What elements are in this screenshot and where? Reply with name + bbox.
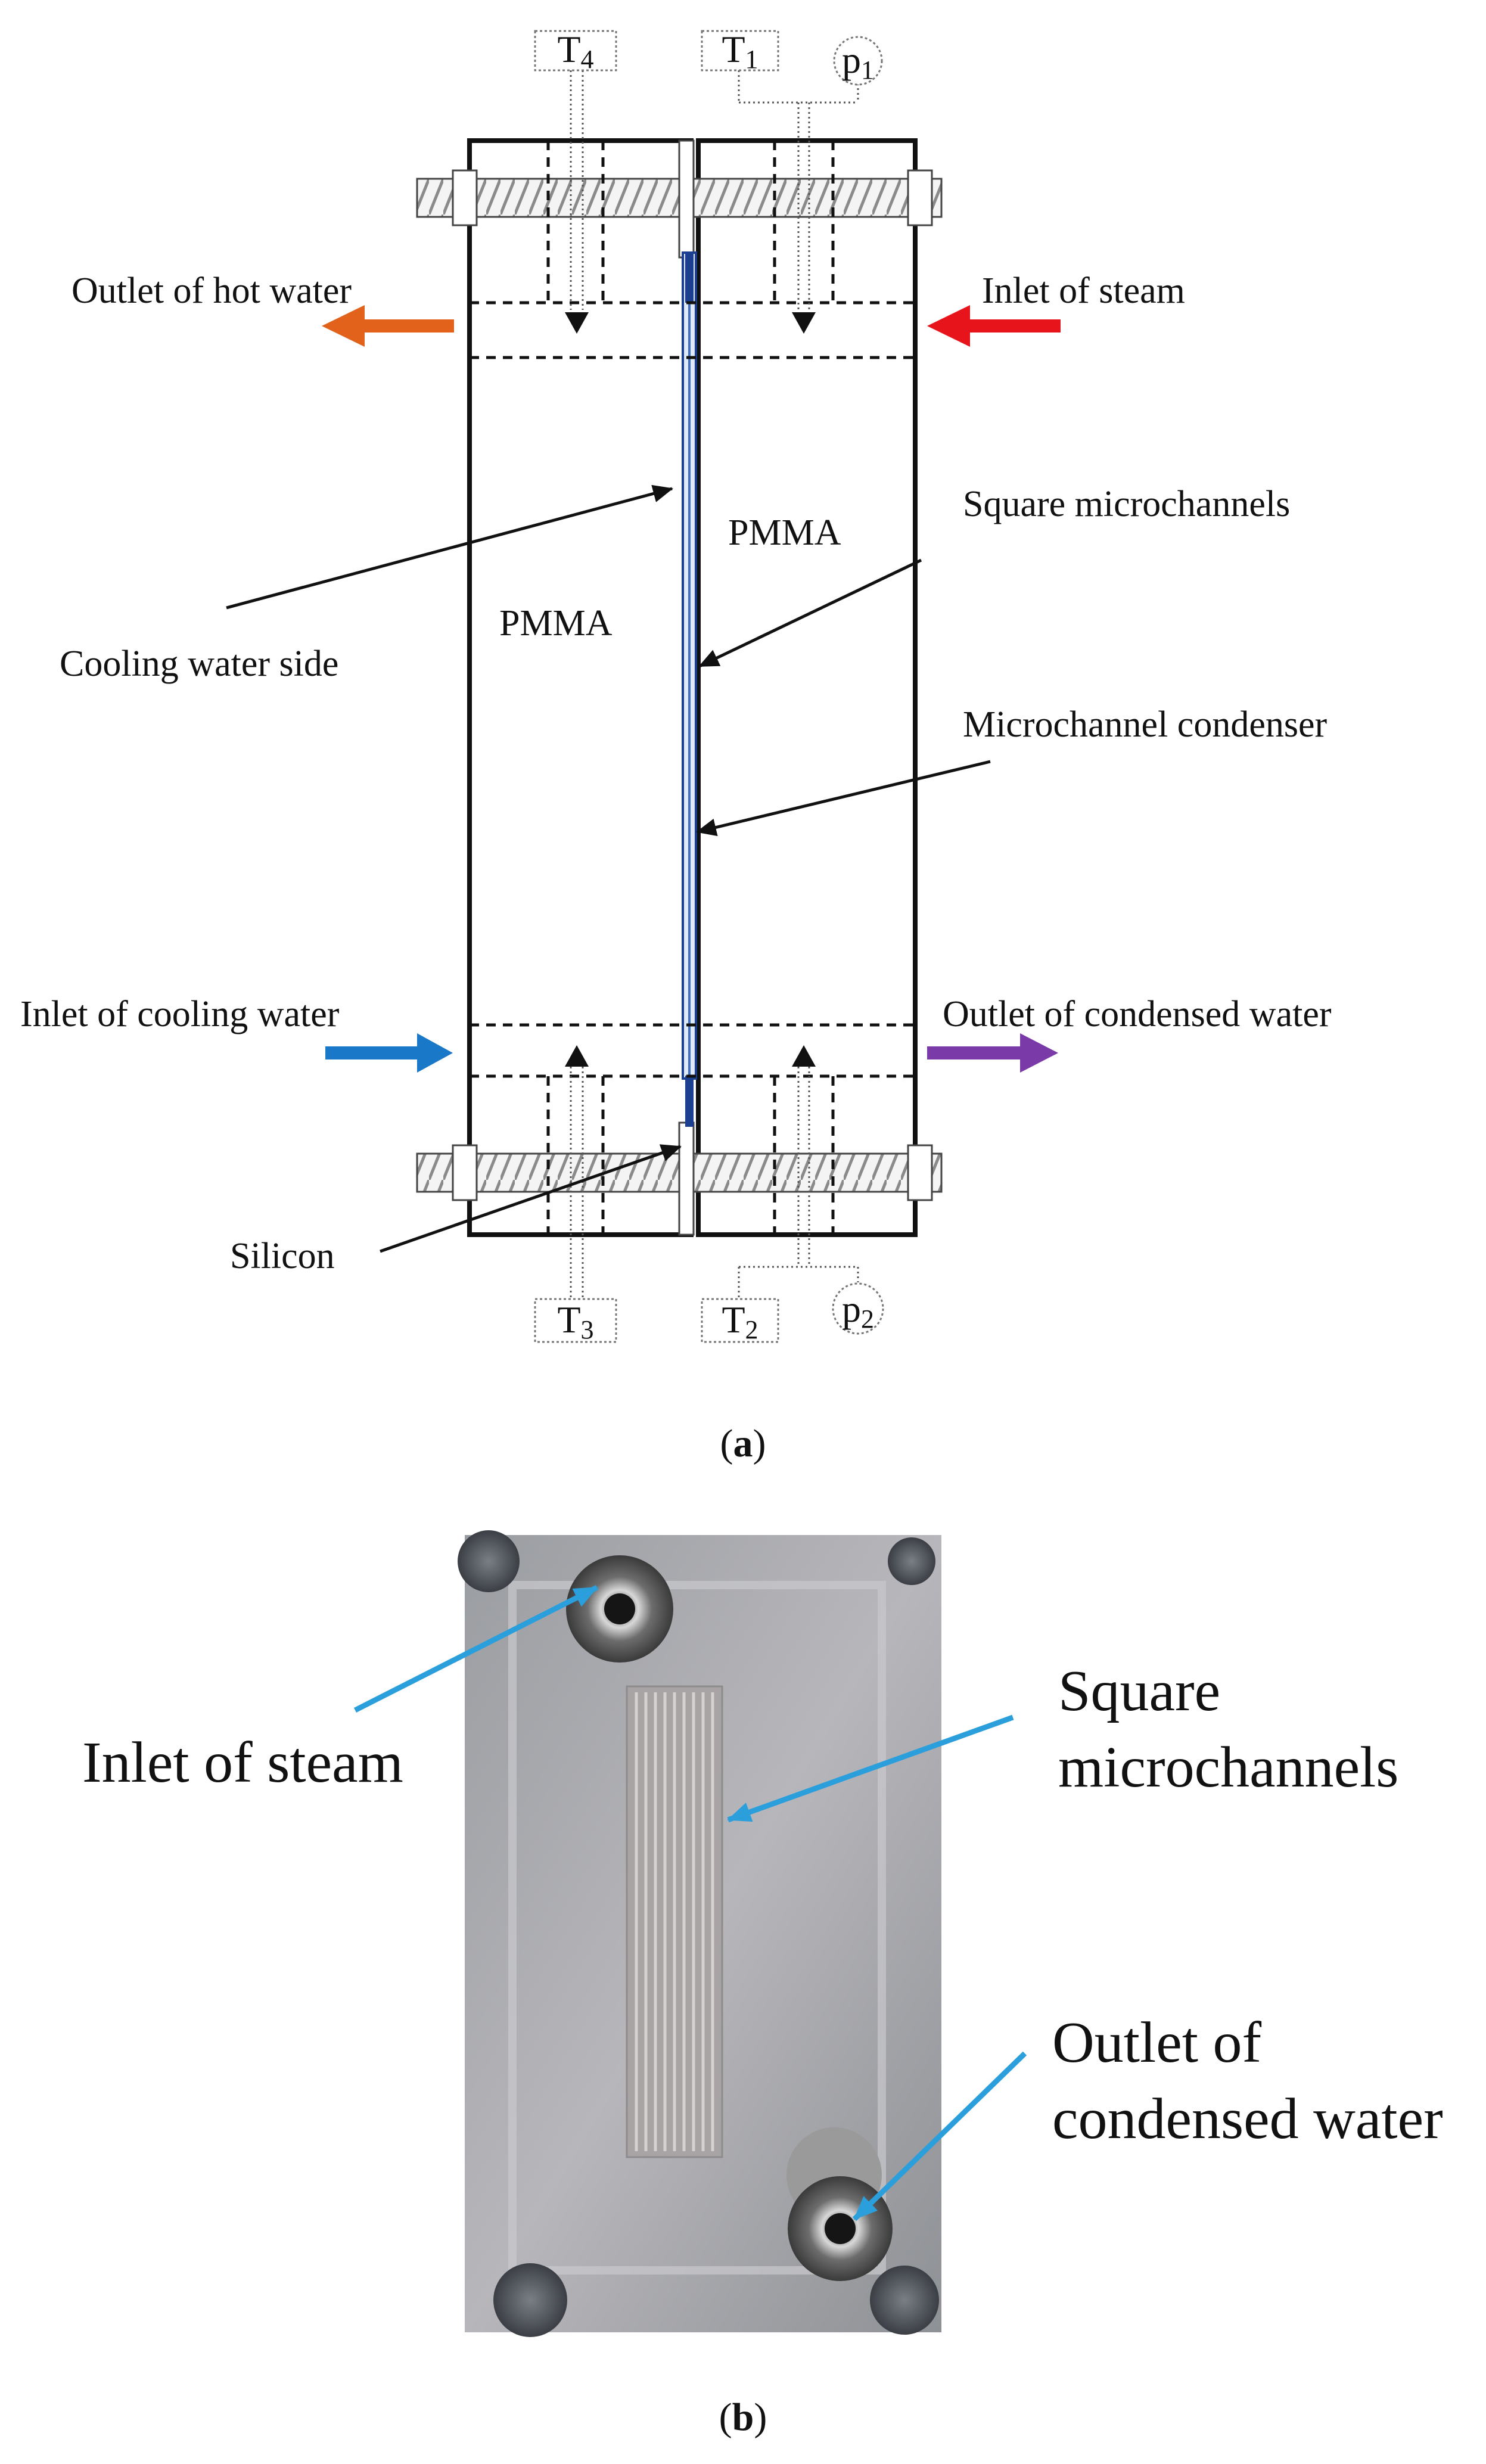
silicon-gasket-bottom: [678, 1121, 695, 1236]
photo-label-condensed-water: condensed water: [1052, 2087, 1443, 2151]
panel-b: Inlet of steam Square microchannels Outl…: [82, 1530, 1443, 2439]
caption-a: (a): [720, 1422, 766, 1465]
microchannel-condenser-plate: [682, 251, 697, 1127]
arrow-inlet-cooling-water: [325, 1033, 453, 1073]
svg-text:T2: T2: [722, 1298, 758, 1344]
photo-label-square: Square: [1058, 1659, 1220, 1723]
sensor-t4: T4: [534, 28, 617, 74]
device-photo: [458, 1530, 941, 2337]
label-outlet-hot-water: Outlet of hot water: [71, 271, 352, 311]
photo-label-microchannels: microchannels: [1058, 1735, 1398, 1800]
probe-arrowheads: [565, 312, 816, 1067]
arrow-outlet-hot-water: [322, 305, 454, 347]
arrow-outlet-condensed-water: [927, 1033, 1058, 1073]
dashed-passages: [470, 141, 915, 1235]
microchannel-area: [626, 1685, 723, 2158]
label-pmma-right: PMMA: [728, 512, 841, 553]
arrow-inlet-steam: [927, 305, 1061, 347]
photo-label-inlet-steam: Inlet of steam: [82, 1730, 403, 1795]
label-outlet-condensed-water: Outlet of condensed water: [943, 994, 1332, 1034]
leader-lines: [226, 484, 991, 1253]
corner-screws: [458, 1530, 939, 2337]
svg-text:p2: p2: [842, 1288, 874, 1334]
sensor-p1: p1: [833, 36, 883, 86]
silicon-gasket-top: [678, 139, 695, 259]
label-square-microchannels: Square microchannels: [963, 484, 1290, 524]
label-microchannel-condenser: Microchannel condenser: [963, 704, 1327, 745]
panel-a: T4 T1 p1 T3 T2 p2: [20, 28, 1332, 1465]
sensor-p2: p2: [832, 1282, 884, 1335]
label-silicon: Silicon: [230, 1236, 335, 1276]
steam-inlet-fitting: [566, 1555, 673, 1663]
label-cooling-water-side: Cooling water side: [60, 644, 338, 684]
photo-pointer-arrows: [353, 1584, 1027, 2221]
probe-lines: [570, 70, 859, 1300]
photo-label-outlet-of: Outlet of: [1052, 2011, 1261, 2075]
svg-text:T3: T3: [557, 1298, 593, 1344]
svg-text:T4: T4: [557, 28, 593, 74]
label-inlet-cooling-water: Inlet of cooling water: [20, 994, 340, 1034]
svg-text:T1: T1: [722, 28, 758, 74]
svg-text:p1: p1: [842, 39, 874, 85]
sensor-t1: T1: [701, 28, 779, 74]
caption-b: (b): [719, 2395, 767, 2439]
label-inlet-steam: Inlet of steam: [982, 271, 1185, 311]
sensor-t2: T2: [701, 1298, 779, 1344]
label-pmma-left: PMMA: [499, 603, 613, 644]
sensor-t3: T3: [534, 1298, 617, 1344]
